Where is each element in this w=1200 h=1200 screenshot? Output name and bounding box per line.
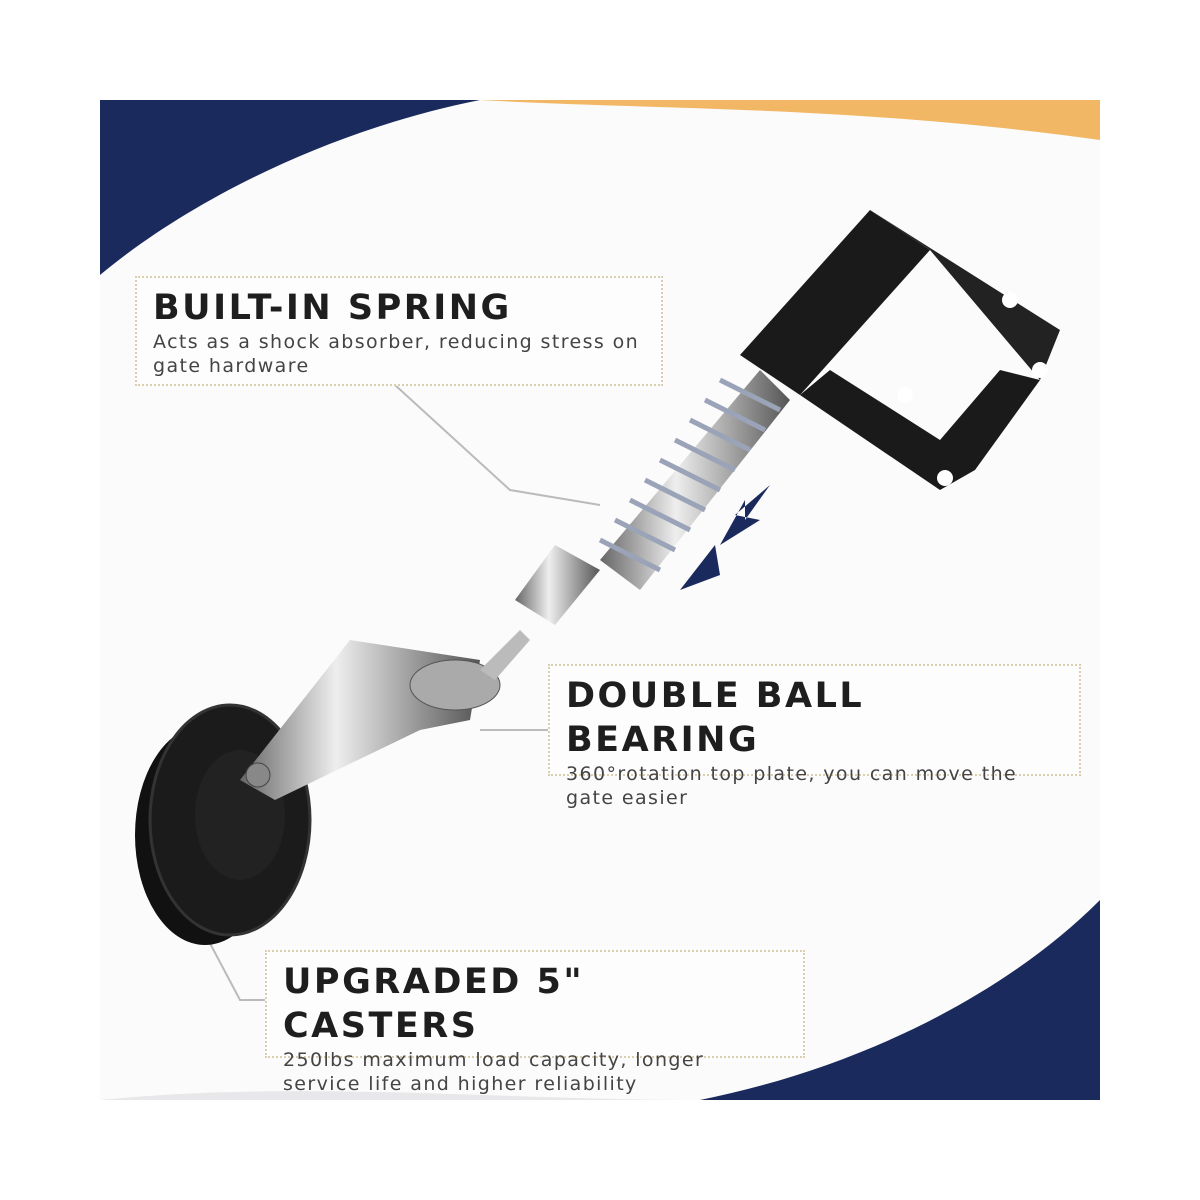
navy-corner-bottom [700, 900, 1100, 1100]
feature-callout-spring: BUILT-IN SPRING Acts as a shock absorber… [135, 276, 663, 386]
mounting-bracket-icon [740, 210, 1060, 490]
caster-wheel-icon [135, 630, 530, 945]
orange-stripe [480, 100, 1100, 140]
navy-corner-top [100, 100, 480, 275]
spring-icon [515, 370, 790, 625]
feature-title: DOUBLE BALL BEARING [566, 676, 865, 760]
feature-callout-casters: UPGRADED 5" CASTERS 250lbs maximum load … [265, 950, 805, 1095]
feature-title: UPGRADED 5" CASTERS [283, 962, 585, 1046]
feature-callout-bearing: DOUBLE BALL BEARING 360°rotation top pla… [548, 664, 1081, 809]
feature-title: BUILT-IN SPRING [153, 288, 512, 328]
feature-description: 250lbs maximum load capacity, longer ser… [283, 1049, 705, 1095]
feature-description: Acts as a shock absorber, reducing stres… [153, 331, 640, 377]
feature-description: 360°rotation top plate, you can move the… [566, 763, 1018, 809]
background-panel [100, 100, 1100, 1100]
leader-line [394, 384, 601, 506]
compression-arrows-icon [680, 485, 770, 590]
